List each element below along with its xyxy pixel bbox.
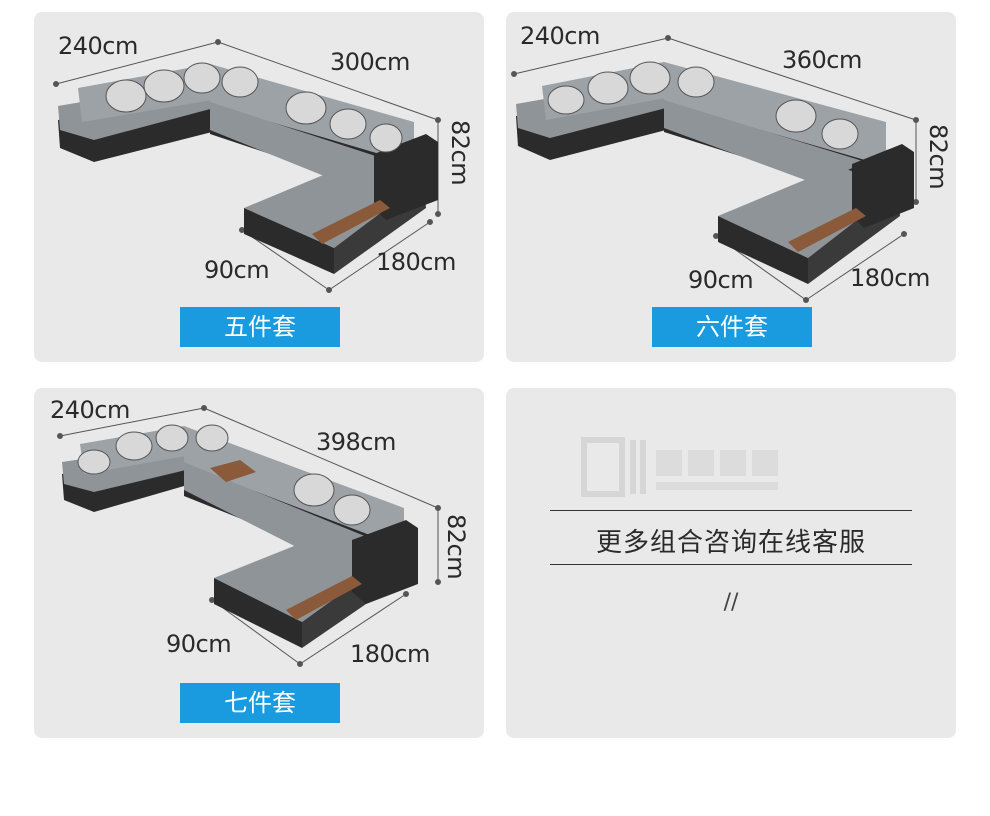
sofa-card-five-piece[interactable]: 240cm 300cm 82cm 90cm 180cm 五件套 [34,12,484,362]
dim-height: 82cm [924,124,952,190]
sofa-illustration [511,35,919,303]
dim-left-width: 240cm [520,22,600,50]
dim-chaise-length: 180cm [350,640,430,668]
dim-height: 82cm [442,514,470,580]
sofa-card-six-piece[interactable]: 240cm 360cm 82cm 90cm 180cm 六件套 [506,12,956,362]
dim-left-width: 240cm [58,32,138,60]
dim-left-width: 240cm [50,396,130,424]
set-label-badge: 六件套 [652,307,812,347]
set-label-badge: 五件套 [180,307,340,347]
brand-watermark-logo [581,437,778,497]
decorative-slash-mark: // [723,590,739,615]
dim-depth: 90cm [688,266,754,294]
dim-back-length: 360cm [782,46,862,74]
set-label-badge: 七件套 [180,683,340,723]
sofa-illustration [57,405,441,667]
divider-bottom [550,564,912,565]
dim-back-length: 300cm [330,48,410,76]
divider-top [550,510,912,511]
consult-online-service-text[interactable]: 更多组合咨询在线客服 [595,528,866,558]
sofa-card-seven-piece[interactable]: 240cm 398cm 82cm 90cm 180cm 七件套 [34,388,484,738]
consult-card[interactable]: 更多组合咨询在线客服 // [506,388,956,738]
dim-chaise-length: 180cm [850,264,930,292]
dim-back-length: 398cm [316,428,396,456]
dimension-lines [511,35,919,303]
dimension-lines [53,39,441,293]
dim-depth: 90cm [204,256,270,284]
sofa-illustration [53,39,441,293]
dim-chaise-length: 180cm [376,248,456,276]
dim-depth: 90cm [166,630,232,658]
dim-height: 82cm [446,120,474,186]
